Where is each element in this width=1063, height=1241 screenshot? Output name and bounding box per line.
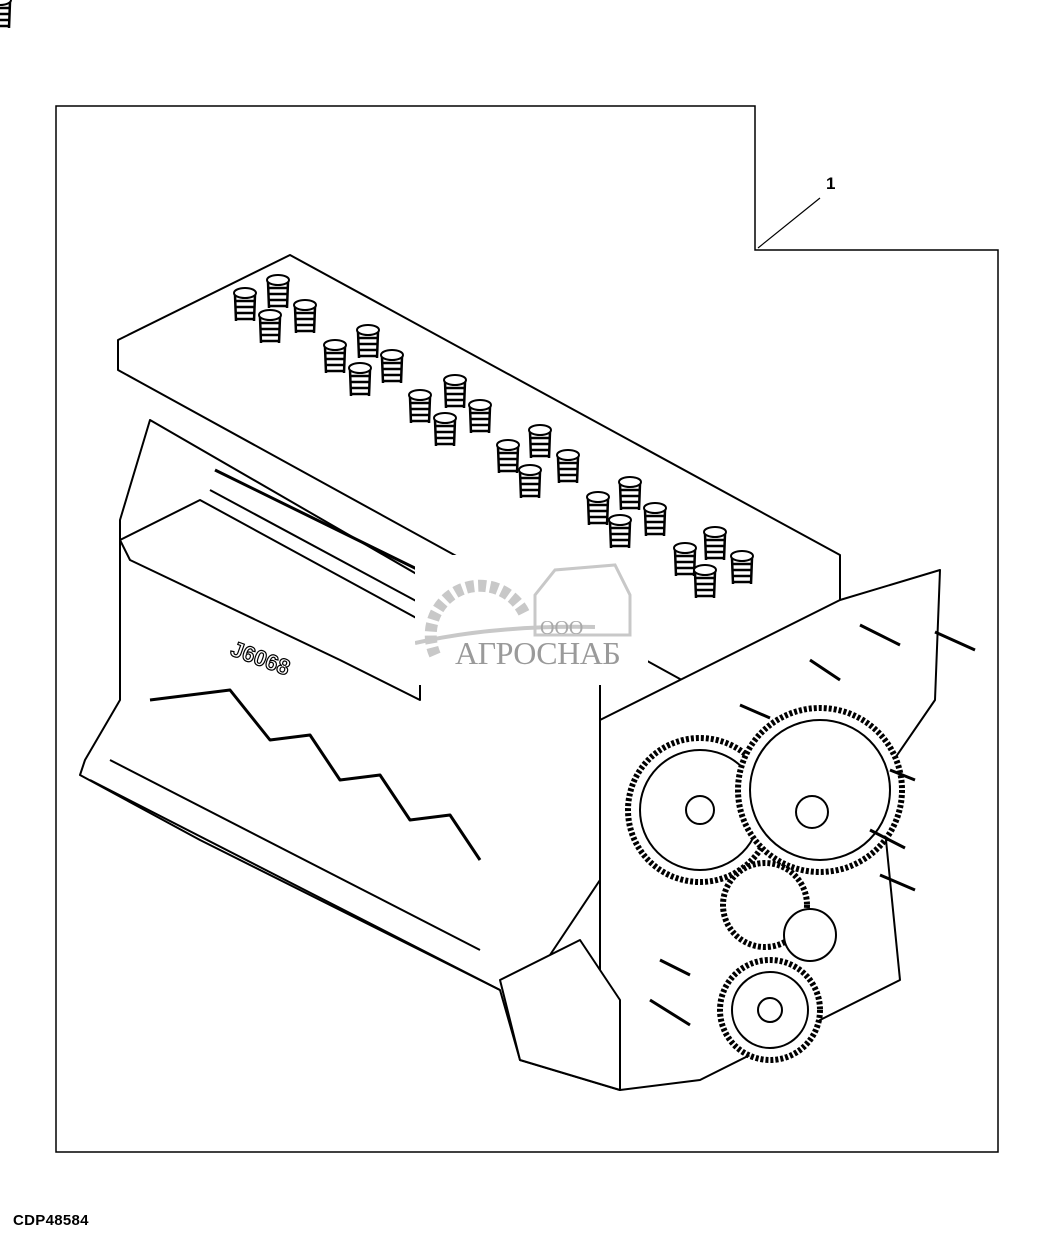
figure-id: CDP48584 (13, 1212, 89, 1229)
studs (649, 623, 976, 1027)
valve-springs (0, 0, 755, 600)
watermark: ООО АГРОСНАБ (414, 555, 648, 685)
engine-block (79, 254, 941, 1091)
timing-gears (625, 705, 905, 1063)
watermark-prefix: ООО (540, 617, 584, 639)
callout-label-1: 1 (826, 174, 836, 193)
callout-leader-line (757, 197, 821, 249)
watermark-gear-combine-icon (414, 563, 632, 658)
diagram-frame (55, 105, 999, 1153)
watermark-name: АГРОСНАБ (455, 635, 621, 671)
